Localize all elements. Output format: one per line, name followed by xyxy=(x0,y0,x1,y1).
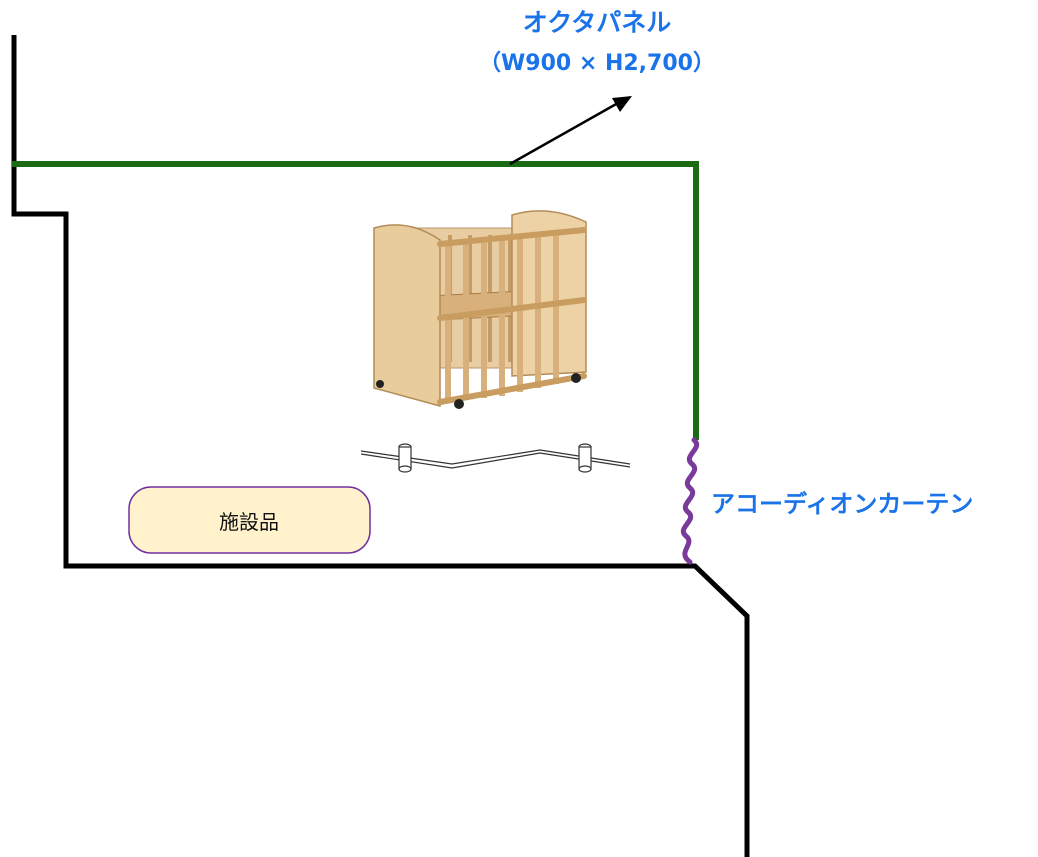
caster-wheel xyxy=(571,373,581,383)
octa-panel-label: オクタパネル xyxy=(523,8,672,37)
caster-wheel xyxy=(454,399,464,409)
wall-outline-upper xyxy=(11,35,750,857)
octa-panel-line xyxy=(12,161,699,440)
stanchion-icon-left xyxy=(398,443,412,473)
facility-item-badge: 施設品 xyxy=(128,486,371,554)
stanchion-icon-right xyxy=(578,443,592,473)
octa-panel-size-label: （W900 × H2,700） xyxy=(479,51,715,76)
facility-item-label: 施設品 xyxy=(219,510,279,534)
callout-arrow xyxy=(509,96,632,166)
caster-wheel xyxy=(376,380,384,388)
accordion-curtain-line xyxy=(681,437,699,565)
accordion-curtain-label: アコーディオンカーテン xyxy=(711,490,973,518)
floor-gate-icon xyxy=(360,443,631,473)
baby-crib-icon xyxy=(373,210,587,409)
